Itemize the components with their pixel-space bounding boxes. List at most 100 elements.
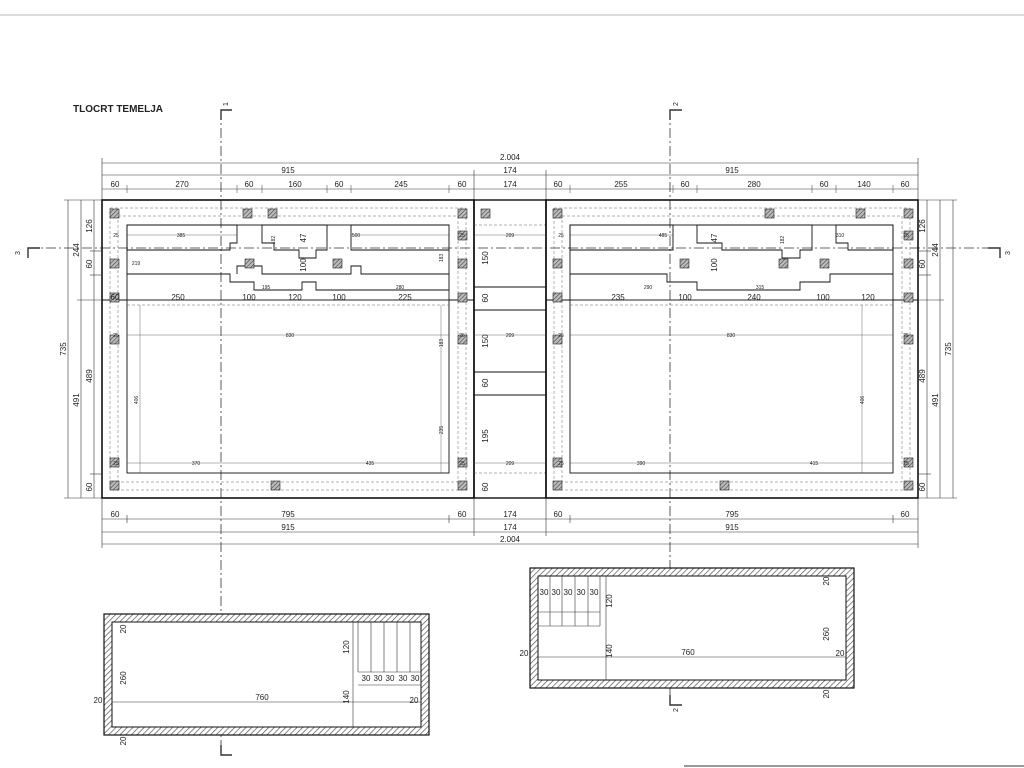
dim-label: 25	[558, 333, 564, 339]
dim-label: 20	[520, 649, 529, 658]
dim-label: 182	[780, 236, 786, 245]
dim-label: 140	[605, 644, 614, 658]
dim-label: 25	[558, 461, 564, 467]
dim-label: 100	[816, 293, 830, 302]
dim-label: 20	[822, 689, 831, 698]
dim-top-174: 174	[503, 166, 517, 175]
bottom-dimension-lines	[101, 498, 919, 548]
dim-label: 140	[857, 180, 871, 189]
right-side-dim-lines	[918, 199, 957, 499]
dim-label: 25	[903, 233, 909, 239]
dim-label: 20	[119, 624, 128, 633]
dim-label: 491	[931, 393, 940, 407]
dim-label: 60	[481, 293, 490, 302]
dim-label: 390	[637, 461, 646, 467]
dim-label: 25	[459, 333, 465, 339]
dim-label: 260	[822, 627, 831, 641]
dim-label: 150	[481, 251, 490, 265]
dim-label: 250	[171, 293, 185, 302]
dim-label: 174	[503, 180, 517, 189]
dim-label: 30	[362, 674, 371, 683]
dim-label: 290	[644, 285, 653, 291]
dim-label: 60	[820, 180, 829, 189]
dim-label: 225	[398, 293, 412, 302]
dim-label: 60	[681, 180, 690, 189]
dim-label: 280	[396, 285, 405, 291]
dim-label: 25	[558, 233, 564, 239]
section-mark-2-bottom: 2	[673, 708, 680, 712]
dim-label: 30	[411, 674, 420, 683]
pile-markers	[109, 208, 914, 491]
right-small-labels: 485 47 182 310 100 290 315 830 406 390 4…	[558, 233, 909, 467]
dim-label: 219	[132, 261, 141, 267]
dim-label: 235	[439, 426, 445, 435]
dim-label: 20	[410, 696, 419, 705]
dim-label: 30	[540, 588, 549, 597]
dim-label: 245	[394, 180, 408, 189]
dim-label: 174	[503, 510, 517, 519]
dim-label: 60	[901, 510, 910, 519]
left-row-dims: 60 250 100 120 100 225	[111, 293, 413, 302]
dim-label: 415	[810, 461, 819, 467]
top-dim-row3: 60 270 60 160 60 245 60 174 60 255 60 28…	[111, 180, 910, 189]
dim-label: 60	[111, 180, 120, 189]
dim-label: 183	[439, 339, 445, 348]
dim-label: 20	[822, 576, 831, 585]
dim-label: 60	[111, 293, 120, 302]
dim-label: 30	[590, 588, 599, 597]
drawing-title: TLOCRT TEMELJA	[73, 104, 163, 115]
dim-label: 30	[386, 674, 395, 683]
dim-label: 30	[552, 588, 561, 597]
dim-label: 183	[439, 254, 445, 263]
dim-label: 830	[286, 333, 295, 339]
stair-plan-right	[529, 567, 855, 689]
foundation-left	[101, 199, 475, 499]
dim-label: 140	[342, 690, 351, 704]
dim-label: 260	[119, 671, 128, 685]
left-small-labels: 385 182 47 500 100 219 183 195 280 830 1…	[113, 233, 514, 467]
dim-label: 370	[192, 461, 201, 467]
dim-total-top: 2.004	[500, 153, 521, 162]
dim-label: 280	[747, 180, 761, 189]
dim-label: 60	[245, 180, 254, 189]
dim-label: 795	[725, 510, 739, 519]
dim-label: 915	[725, 523, 739, 532]
dim-label: 20	[119, 736, 128, 745]
right-side-dims: 735 244 491 126 60 489 60	[918, 219, 953, 492]
dim-label: 60	[554, 510, 563, 519]
dim-label: 60	[111, 510, 120, 519]
dim-label: 435	[366, 461, 375, 467]
dim-label: 60	[554, 180, 563, 189]
bottom-dims: 60 795 60 174 60 795 60 915 174 915 2.00…	[111, 510, 910, 544]
dim-label: 47	[299, 233, 308, 242]
dim-label: 915	[281, 523, 295, 532]
stair-right-dims: 20 260 20 20 760 20 120 140 30 30 30 30 …	[520, 576, 845, 698]
dim-label: 25	[113, 233, 119, 239]
dim-label: 60	[85, 482, 94, 491]
dim-label: 209	[506, 333, 515, 339]
dim-label: 100	[332, 293, 346, 302]
dim-label: 235	[611, 293, 625, 302]
dim-label: 60	[901, 180, 910, 189]
dim-label: 500	[352, 233, 361, 239]
dim-label: 25	[459, 233, 465, 239]
dim-label: 126	[918, 219, 927, 233]
dim-label: 100	[299, 258, 308, 272]
section-mark-3-left: 3	[15, 251, 22, 255]
dim-label: 60	[481, 482, 490, 491]
dim-label: 182	[271, 236, 277, 245]
dim-label: 20	[94, 696, 103, 705]
dim-label: 25	[113, 333, 119, 339]
dim-label: 120	[861, 293, 875, 302]
section-line-1	[220, 109, 232, 756]
dim-label: 760	[255, 693, 269, 702]
dim-label: 406	[860, 396, 866, 405]
dim-label: 60	[335, 180, 344, 189]
dim-label: 30	[399, 674, 408, 683]
dim-label: 30	[577, 588, 586, 597]
dim-label: 209	[506, 461, 515, 467]
dim-label: 255	[614, 180, 628, 189]
dim-label: 195	[262, 285, 271, 291]
dim-label: 735	[59, 342, 68, 356]
dim-label: 174	[503, 523, 517, 532]
